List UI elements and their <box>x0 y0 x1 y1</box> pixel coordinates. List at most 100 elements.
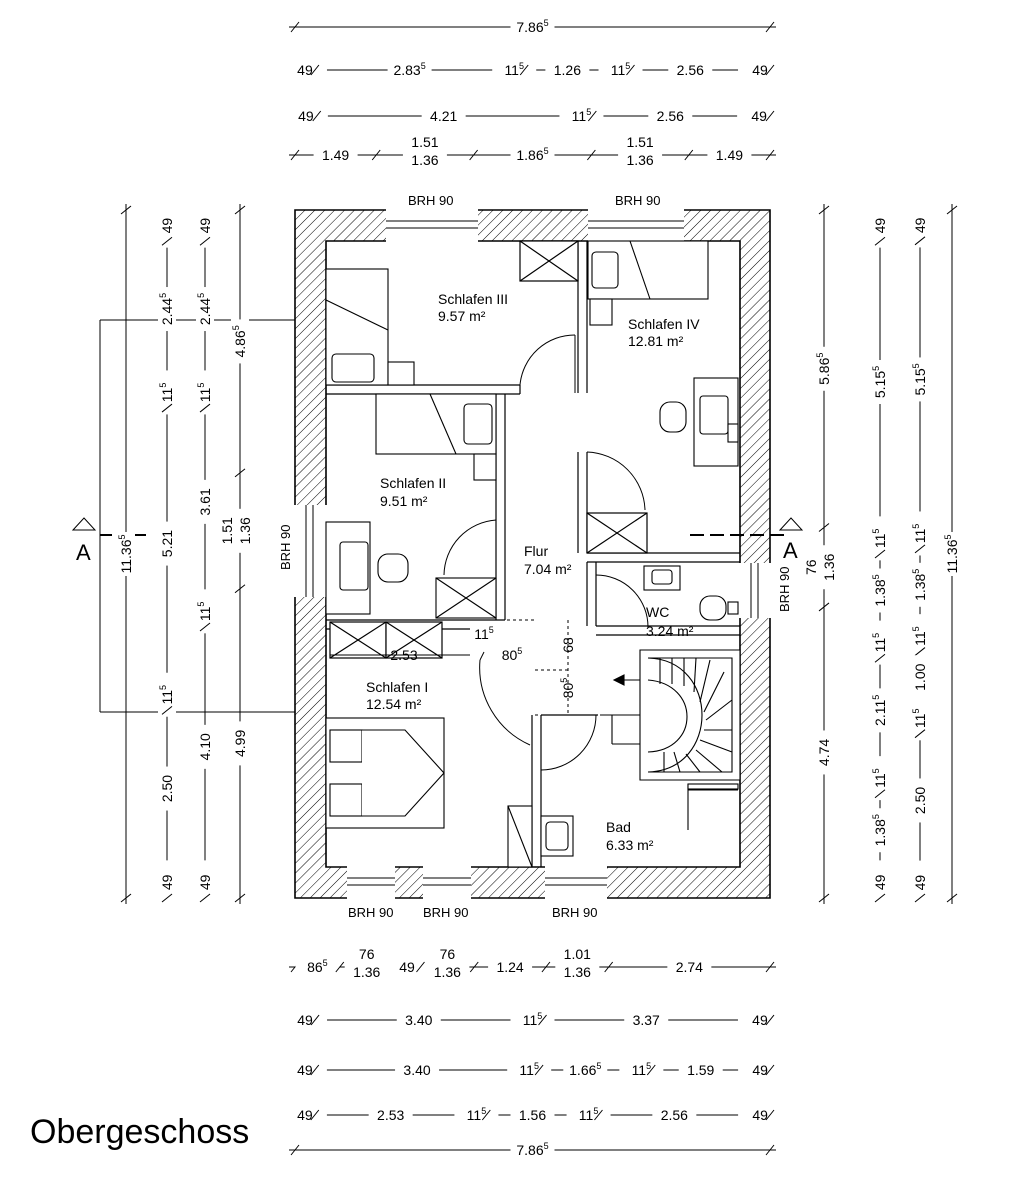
dim-bottom-1: 1.01 <box>564 946 591 962</box>
dim-top-1: 115 <box>504 61 524 78</box>
dim-top-2: 49 <box>298 108 314 124</box>
room-name-schlafen2: Schlafen II <box>380 475 446 491</box>
plan-title: Obergeschoss <box>30 1113 249 1151</box>
dim-top-1: 1.26 <box>554 62 581 78</box>
dim-top-overall: 7.865 <box>516 18 548 35</box>
dim-right-3: 2.50 <box>912 787 928 814</box>
dim-right-3: 49 <box>912 875 928 891</box>
dim-right-2: 115 <box>871 768 888 788</box>
dim-right-3: 115 <box>911 626 928 646</box>
dim-left-2: 115 <box>196 383 213 403</box>
window-label: BRH 90 <box>615 193 661 208</box>
room-name-wc: WC <box>646 604 669 620</box>
dim-left-overall: 11.365 <box>117 534 134 573</box>
dim-right-3: 1.385 <box>911 569 928 601</box>
dim-top-1: 115 <box>611 61 631 78</box>
dimension-texts: 7.865 49 2.835 115 1.26 115 2.56 49 49 4.21 115 2.5… <box>117 18 960 1158</box>
dim-top-2: 2.56 <box>657 108 684 124</box>
dim-left-3: 1.36 <box>237 517 253 544</box>
dim-right-3: 115 <box>911 524 928 544</box>
room-area-schlafen1: 12.54 m² <box>366 696 422 712</box>
dim-left-1: 115 <box>158 685 175 705</box>
dim-top-1: 2.56 <box>677 62 704 78</box>
dim-bottom-3: 3.40 <box>403 1062 430 1078</box>
window-label: BRH 90 <box>278 524 293 570</box>
dim-top-2: 115 <box>572 107 592 124</box>
dim-right-2: 49 <box>872 874 888 890</box>
dim-bottom-1: 2.74 <box>676 959 703 975</box>
window-labels: BRH 90 BRH 90 BRH 90 BRH 90 BRH 90 BRH 9… <box>278 193 792 920</box>
dimension-lines <box>117 18 961 1159</box>
dim-bottom-overall: 7.865 <box>516 1141 548 1158</box>
dim-bottom-1: 76 <box>440 946 456 962</box>
dim-top-1: 49 <box>752 62 768 78</box>
dim-bottom-3: 115 <box>519 1061 539 1078</box>
dim-left-2: 115 <box>196 602 213 622</box>
dim-right-overall: 11.365 <box>943 534 960 573</box>
dim-left-3: 4.865 <box>231 325 248 357</box>
window-label: BRH 90 <box>552 905 598 920</box>
dim-top-3: 1.51 <box>411 134 438 150</box>
dim-left-1: 2.445 <box>158 293 175 325</box>
dim-top-3: 1.51 <box>626 134 653 150</box>
dim-bottom-1: 1.36 <box>353 964 380 980</box>
dim-bottom-2: 115 <box>523 1011 543 1028</box>
dim-right-2: 2.115 <box>871 695 888 726</box>
dim-right-3: 1.00 <box>912 663 928 690</box>
dim-bottom-2: 3.37 <box>633 1012 660 1028</box>
dim-right-2: 115 <box>871 633 888 653</box>
dim-bottom-3: 1.59 <box>687 1062 714 1078</box>
dim-top-1: 2.835 <box>393 61 425 78</box>
dim-bottom-2: 49 <box>752 1012 768 1028</box>
dim-right-2: 1.385 <box>871 814 888 846</box>
room-name-flur: Flur <box>524 543 548 559</box>
staircase <box>600 649 741 781</box>
dim-bottom-3: 49 <box>297 1062 313 1078</box>
room-area-schlafen2: 9.51 m² <box>380 493 428 509</box>
dim-left-1: 2.50 <box>159 775 175 802</box>
dim-bottom-4: 49 <box>752 1107 768 1123</box>
room-area-schlafen3: 9.57 m² <box>438 308 486 324</box>
door-swings <box>443 334 649 771</box>
dim-top-2: 49 <box>751 108 767 124</box>
dim-right-2: 1.385 <box>871 574 888 606</box>
room-labels: Schlafen III 9.57 m² Schlafen IV 12.81 m… <box>366 291 700 853</box>
dim-top-3: 1.36 <box>626 152 653 168</box>
dim-top-3: 1.49 <box>322 147 349 163</box>
dim-left-2: 49 <box>197 218 213 234</box>
room-area-schlafen4: 12.81 m² <box>628 333 684 349</box>
window-label: BRH 90 <box>777 566 792 612</box>
dim-bottom-4: 115 <box>579 1106 599 1123</box>
dim-right-1: 5.865 <box>815 353 832 385</box>
dim-bottom-1: 1.36 <box>564 964 591 980</box>
dim-top-3: 1.865 <box>516 146 548 163</box>
dim-bottom-3: 115 <box>632 1061 652 1078</box>
dim-bottom-1: 1.36 <box>434 964 461 980</box>
dim-left-1: 49 <box>159 218 175 234</box>
dim-interior: 68 <box>560 637 576 653</box>
dim-interior: 115 <box>474 625 494 642</box>
dim-bottom-1: 49 <box>399 959 415 975</box>
room-name-schlafen4: Schlafen IV <box>628 316 700 332</box>
dim-bottom-4: 49 <box>297 1107 313 1123</box>
dim-bottom-3: 49 <box>752 1062 768 1078</box>
dim-interior: 2.53 <box>390 647 417 663</box>
dim-bottom-2: 3.40 <box>405 1012 432 1028</box>
room-name-schlafen1: Schlafen I <box>366 679 428 695</box>
dim-right-3: 115 <box>911 709 928 729</box>
room-name-bad: Bad <box>606 819 631 835</box>
dim-left-2: 49 <box>197 874 213 890</box>
room-area-flur: 7.04 m² <box>524 561 572 577</box>
dim-top-3: 1.49 <box>716 147 743 163</box>
windows <box>293 208 772 900</box>
dim-top-2: 4.21 <box>430 108 457 124</box>
dim-right-1: 1.36 <box>821 553 837 580</box>
window-label: BRH 90 <box>408 193 454 208</box>
dim-left-2: 4.10 <box>197 733 213 760</box>
dim-bottom-2: 49 <box>297 1012 313 1028</box>
dim-interior: 805 <box>559 678 576 699</box>
dim-right-2: 5.155 <box>871 366 888 398</box>
dim-right-2: 49 <box>872 218 888 234</box>
dim-top-1: 49 <box>297 62 313 78</box>
dim-top-3: 1.36 <box>411 152 438 168</box>
